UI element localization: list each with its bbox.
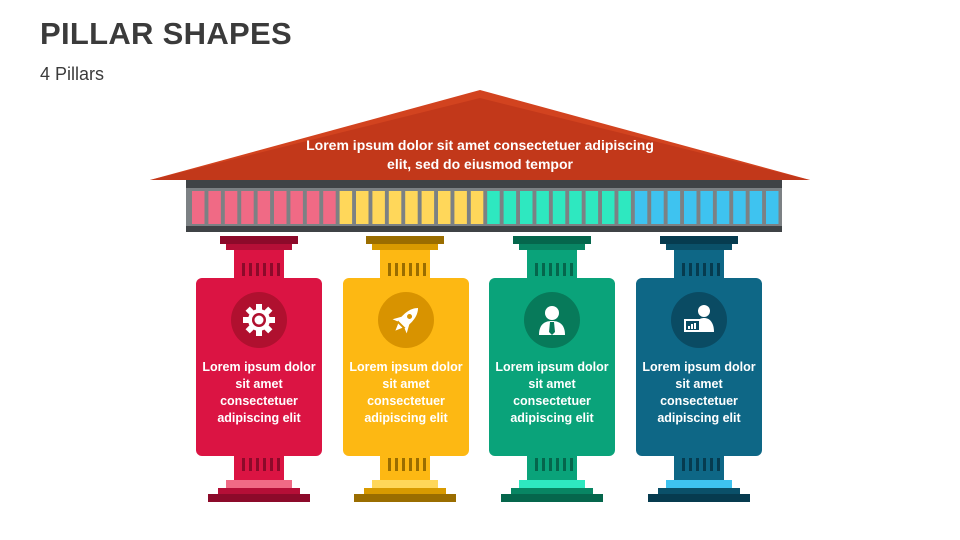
beam-slot xyxy=(290,191,303,224)
beam-slot xyxy=(241,191,254,224)
beam-slot xyxy=(257,191,271,224)
pillar-3 xyxy=(489,236,615,502)
beam-slot xyxy=(503,191,517,224)
businessman-icon xyxy=(539,306,565,335)
beam-slot xyxy=(356,191,369,224)
beam-slot xyxy=(438,191,451,224)
beam-slot xyxy=(733,191,746,224)
beam-slot xyxy=(536,191,549,224)
beam-slot xyxy=(274,191,287,224)
pillar-1-text: Lorem ipsum dolor sit amet consectetuer … xyxy=(202,360,316,425)
roof-text: Lorem ipsum dolor sit amet consectetuer … xyxy=(306,137,654,172)
beam-slot xyxy=(618,191,631,224)
beam-slot xyxy=(585,191,599,224)
beam-slot xyxy=(716,191,730,224)
beam-slot xyxy=(651,191,664,224)
beam-slot xyxy=(520,191,533,224)
page-subtitle: 4 Pillars xyxy=(40,64,105,84)
presenter-icon xyxy=(684,305,714,332)
rocket-icon xyxy=(392,307,419,334)
beam-slot xyxy=(192,191,205,224)
beam-slot xyxy=(388,191,402,224)
pillar-3-text: Lorem ipsum dolor sit amet consectetuer … xyxy=(495,360,609,425)
beam-slot xyxy=(224,191,238,224)
beam-slots xyxy=(192,191,779,224)
beam-slot xyxy=(487,191,500,224)
beam-slot xyxy=(552,191,566,224)
pillar-4-text: Lorem ipsum dolor sit amet consectetuer … xyxy=(642,360,756,425)
beam-slot xyxy=(470,191,484,224)
beam-slot xyxy=(634,191,648,224)
beam-slot xyxy=(667,191,681,224)
pillar-1 xyxy=(196,236,322,502)
pillar-2-text: Lorem ipsum dolor sit amet consectetuer … xyxy=(349,360,463,425)
beam-slot xyxy=(602,191,615,224)
beam-slot xyxy=(569,191,582,224)
beam-slot xyxy=(339,191,353,224)
page-title: PILLAR SHAPES xyxy=(40,16,292,51)
beam-slot xyxy=(372,191,385,224)
beam-slot xyxy=(700,191,713,224)
beam-slot xyxy=(766,191,779,224)
beam-slot xyxy=(421,191,435,224)
beam-slot xyxy=(454,191,467,224)
pillar-4 xyxy=(636,236,762,502)
beam-slot xyxy=(306,191,320,224)
pillar-2 xyxy=(343,236,469,502)
beam-slot xyxy=(684,191,697,224)
beam-slot xyxy=(208,191,221,224)
beam-slot xyxy=(405,191,418,224)
beam xyxy=(186,180,782,188)
gear-icon xyxy=(243,304,275,336)
beam-slot xyxy=(323,191,336,224)
beam-slot xyxy=(749,191,763,224)
